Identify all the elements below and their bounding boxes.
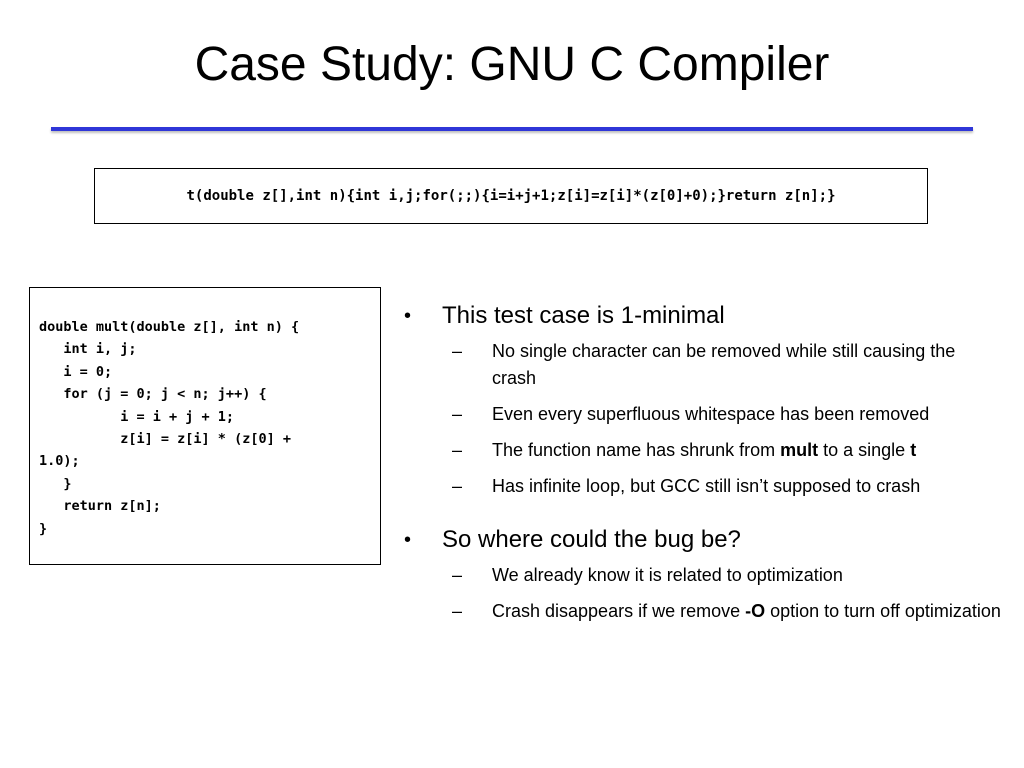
- bullet-marker: •: [404, 529, 412, 551]
- sub-bullet-text: Crash disappears if we remove -O option …: [492, 598, 1002, 625]
- bullet-text: So where could the bug be?: [442, 526, 741, 553]
- code-line: 1.0);: [39, 453, 80, 470]
- bullet-block: • So where could the bug be? – We already k…: [400, 522, 1010, 625]
- code-line: i = 0;: [39, 363, 113, 380]
- bullet-block: • This test case is 1-minimal – No single c…: [400, 298, 1010, 500]
- text-segment: Has infinite loop, but GCC still isn’t s…: [492, 476, 921, 496]
- sub-bullet-item: – The function name has shrunk from mult …: [452, 437, 1010, 464]
- text-segment: Even every superfluous whitespace has be…: [492, 404, 930, 424]
- sub-bullet-item: – Has infinite loop, but GCC still isn’t …: [452, 473, 1010, 500]
- dash-marker: –: [452, 404, 463, 424]
- title-divider: [51, 127, 973, 131]
- code-line: double mult(double z[], int n) {: [39, 319, 300, 335]
- text-segment: We already know it is related to optimiz…: [492, 565, 843, 585]
- sub-bullet-text: No single character can be removed while…: [492, 338, 1002, 392]
- sub-bullet-text: Even every superfluous whitespace has be…: [492, 401, 1002, 428]
- text-segment: No single character can be removed while…: [492, 341, 956, 388]
- bullet-text: This test case is 1-minimal: [442, 302, 725, 329]
- code-line: }: [39, 520, 48, 537]
- slide-title: Case Study: GNU C Compiler: [194, 38, 830, 91]
- code-line: i = i + j + 1;: [39, 408, 235, 425]
- dash-marker: –: [452, 601, 463, 621]
- bullet-item: • This test case is 1-minimal: [400, 298, 1010, 334]
- text-segment: option to turn off optimization: [765, 601, 1001, 621]
- source-code-box: double mult(double z[], int n) { int i, …: [29, 287, 381, 565]
- sub-bullet-item: – Crash disappears if we remove -O option…: [452, 598, 1010, 625]
- text-segment: to a single: [818, 440, 911, 460]
- sub-bullet-text: Has infinite loop, but GCC still isn’t s…: [492, 473, 1002, 500]
- minimized-code-text: t(double z[],int n){int i,j;for(;;){i=i+…: [186, 188, 836, 204]
- minimized-code-box: t(double z[],int n){int i,j;for(;;){i=i+…: [94, 168, 928, 224]
- code-line: z[i] = z[i] * (z[0] +: [39, 431, 291, 448]
- sub-bullet-item: – Even every superfluous whitespace has b…: [452, 401, 1010, 428]
- text-segment: The function name has shrunk from: [492, 440, 781, 460]
- text-segment: Crash disappears if we remove: [492, 601, 746, 621]
- bullet-marker: •: [404, 305, 412, 327]
- sub-bullet-text: We already know it is related to optimiz…: [492, 562, 1002, 589]
- sub-bullet-text: The function name has shrunk from mult t…: [492, 437, 1002, 464]
- bold-term: t: [910, 440, 917, 460]
- dash-marker: –: [452, 565, 463, 585]
- sub-bullet-item: – We already know it is related to optimi…: [452, 562, 1010, 589]
- dash-marker: –: [452, 341, 463, 361]
- code-line: for (j = 0; j < n; j++) {: [39, 386, 267, 403]
- code-line: return z[n];: [39, 498, 161, 515]
- bullet-list: • This test case is 1-minimal – No single c…: [400, 298, 1010, 647]
- code-line: int i, j;: [39, 341, 137, 358]
- dash-marker: –: [452, 476, 463, 496]
- bold-term: mult: [780, 440, 819, 460]
- dash-marker: –: [452, 440, 463, 460]
- code-line: }: [39, 475, 72, 492]
- bullet-item: • So where could the bug be?: [400, 522, 1010, 558]
- sub-bullet-item: – No single character can be removed whil…: [452, 338, 1010, 392]
- bold-term: -O: [745, 601, 766, 621]
